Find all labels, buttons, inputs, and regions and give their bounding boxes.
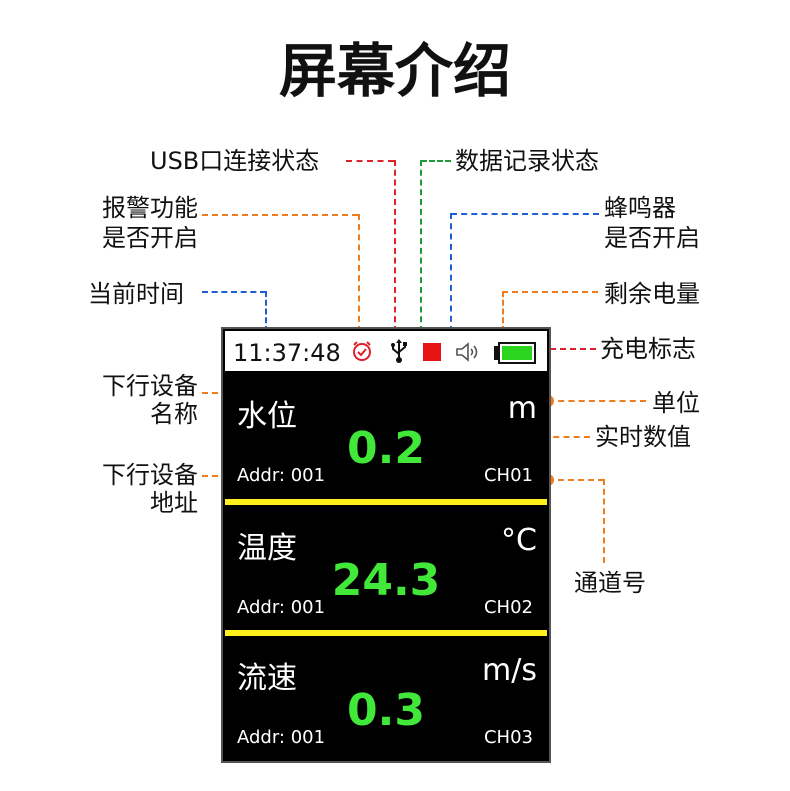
channel-name: 水位 [237, 399, 297, 434]
channel-name: 流速 [237, 661, 297, 696]
label-device-name-line2: 名称 [150, 400, 198, 428]
label-address-line2: 地址 [150, 489, 198, 517]
channel-name: 温度 [237, 531, 297, 566]
label-usb-status: USB口连接状态 [150, 147, 320, 175]
speaker-icon [456, 342, 478, 362]
label-unit: 单位 [652, 389, 700, 417]
label-channel: 通道号 [574, 569, 646, 597]
channel-panel-2: 温度 °C 24.3 Addr: 001 CH02 [225, 505, 547, 630]
channel-value: 24.3 [331, 555, 441, 606]
leader-buzzer-v [450, 213, 452, 332]
channel-number: CH03 [483, 727, 533, 748]
device-screen: 11:37:48 水位 m 0.2 [221, 327, 551, 763]
label-realtime: 实时数值 [595, 423, 691, 451]
channel-value: 0.3 [347, 685, 425, 736]
channel-panel-1: 水位 m 0.2 Addr: 001 CH01 [225, 373, 547, 498]
leader-charge-h [540, 348, 596, 350]
leader-channel-v [603, 479, 605, 563]
leader-unit-h [548, 400, 646, 402]
channel-panel-3: 流速 m/s 0.3 Addr: 001 CH03 [225, 635, 547, 760]
label-current-time: 当前时间 [88, 280, 184, 308]
record-square-icon [423, 343, 441, 361]
channel-unit: m/s [482, 653, 537, 688]
leader-record-v [420, 160, 422, 332]
label-address-line1: 下行设备 [102, 461, 198, 489]
channel-number: CH01 [483, 465, 533, 486]
separator-2 [225, 630, 547, 636]
label-charge: 充电标志 [600, 335, 696, 363]
channel-value: 0.2 [347, 423, 425, 474]
status-bar: 11:37:48 [225, 331, 547, 371]
channel-unit: °C [501, 523, 537, 558]
leader-time-h [202, 291, 266, 293]
usb-icon [391, 339, 407, 363]
leader-usb-v [394, 160, 396, 332]
label-record-status: 数据记录状态 [455, 147, 599, 175]
channel-number: CH02 [483, 597, 533, 618]
label-alarm-line1: 报警功能 [102, 194, 198, 222]
leader-alarm-h [202, 214, 358, 216]
label-buzzer-line1: 蜂鸣器 [604, 194, 676, 222]
label-buzzer-line2: 是否开启 [604, 224, 700, 252]
page-title: 屏幕介绍 [278, 37, 511, 105]
battery-icon [494, 342, 536, 364]
channel-address: Addr: 001 [237, 597, 326, 618]
leader-alarm-v [358, 214, 360, 332]
separator-1 [225, 499, 547, 505]
leader-channel-h [548, 479, 604, 481]
status-time: 11:37:48 [233, 339, 341, 367]
label-device-name-line1: 下行设备 [102, 372, 198, 400]
leader-battery-v [502, 291, 504, 332]
alarm-clock-icon [353, 341, 371, 361]
leader-usb-h [346, 160, 394, 162]
leader-time-v [265, 291, 267, 332]
leader-record-h [421, 160, 451, 162]
label-battery: 剩余电量 [604, 280, 700, 308]
leader-address-h [202, 475, 228, 477]
label-alarm-line2: 是否开启 [102, 224, 198, 252]
leader-buzzer-h [451, 213, 599, 215]
leader-battery-h [502, 291, 598, 293]
channel-unit: m [507, 391, 537, 426]
channel-address: Addr: 001 [237, 465, 326, 486]
channel-address: Addr: 001 [237, 727, 326, 748]
leader-devname-h [202, 392, 228, 394]
